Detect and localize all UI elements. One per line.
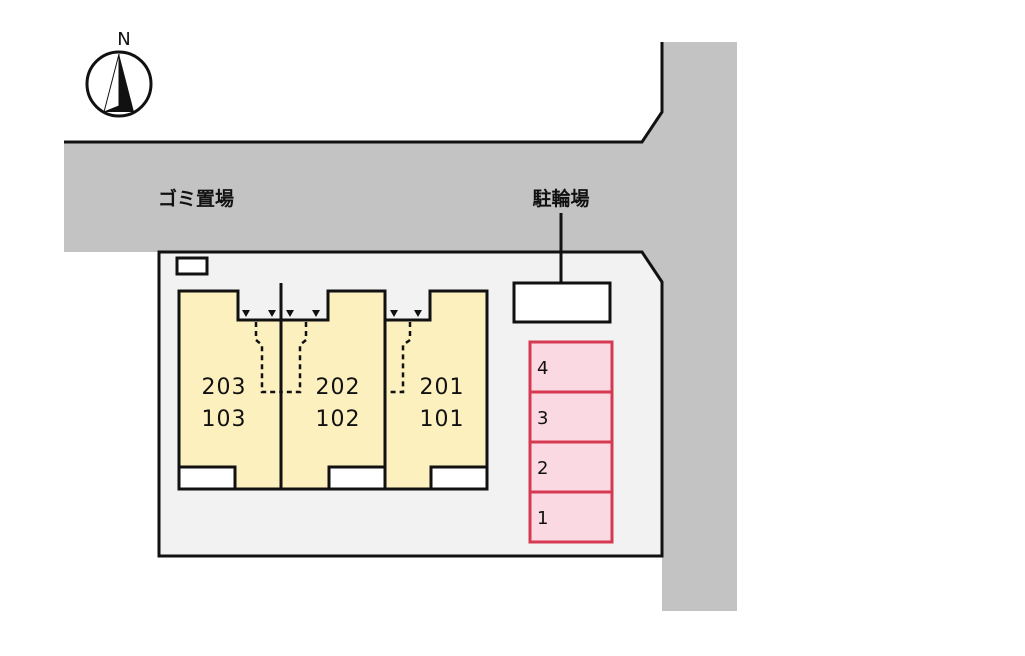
compass: N [85,29,153,118]
entrance-arrow-icon [312,310,320,317]
road-horizontal [64,42,737,611]
entrance-arrow-icon [286,310,294,317]
unit-number-lower: 101 [420,407,465,432]
entrance-arrow-icon [242,310,250,317]
unit-number-upper: 201 [420,375,465,400]
garbage-area-label: ゴミ置場 [158,187,234,210]
road-edge-north [64,42,664,144]
balcony-102 [327,465,387,491]
road-network [64,42,737,611]
unit-number-lower: 103 [202,407,247,432]
unit-number-upper: 203 [202,375,247,400]
entrance-markers [242,310,422,317]
bicycle-parking: 駐輪場 [512,187,612,324]
entrance-arrow-icon [268,310,276,317]
parking-slot-number: 4 [537,358,548,379]
entrance-arrow-icon [390,310,398,317]
staircase-201 [389,322,412,394]
north-label: N [117,29,130,50]
car-parking: 4 3 2 1 [528,340,614,544]
balcony-101 [429,465,489,491]
staircase-202 [281,322,308,394]
unit-block-202 [279,289,387,491]
bicycle-parking-label: 駐輪場 [532,187,589,210]
balcony-103 [177,465,237,491]
garbage-box [175,256,209,276]
unit-number-upper: 202 [316,375,361,400]
garbage-area: ゴミ置場 [158,187,234,276]
staircases [254,322,412,394]
apartment-building: 203 103 202 102 201 101 [177,283,489,491]
parking-slot-number: 2 [537,458,548,479]
staircase-203 [254,322,281,394]
north-arrow-left-half [103,53,120,113]
bicycle-parking-box [512,281,612,324]
entrance-arrow-icon [414,310,422,317]
unit-number-lower: 102 [316,407,361,432]
parking-slot-number: 3 [537,408,548,429]
parking-slot-number: 1 [537,508,548,529]
